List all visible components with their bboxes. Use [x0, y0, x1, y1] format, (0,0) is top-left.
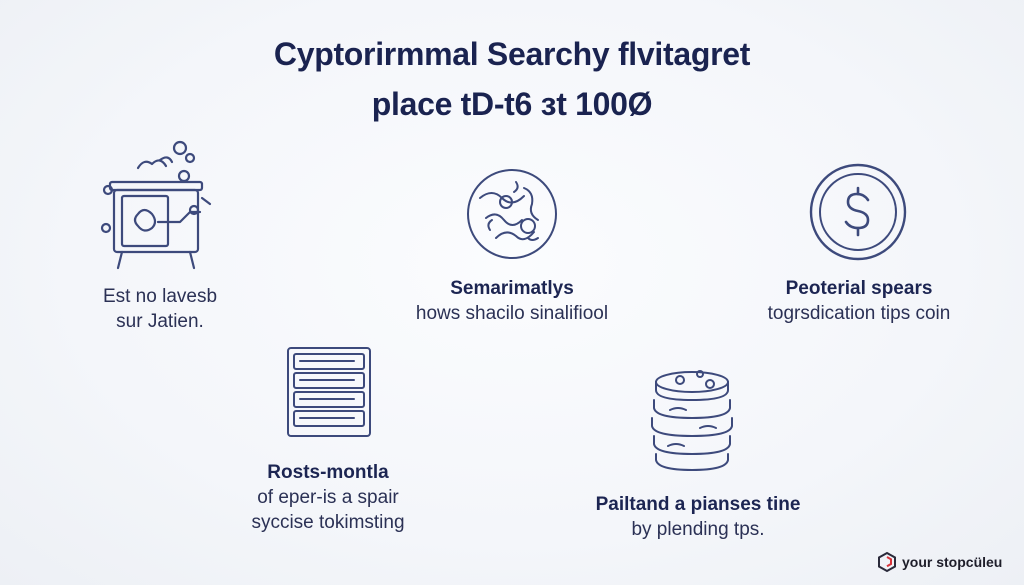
- item-line: of eper-is a spair: [257, 487, 399, 508]
- item-heading: Rosts-montla: [267, 462, 389, 483]
- page-subtitle: place tD-t6 зt 100Ø: [371, 86, 653, 122]
- globe-icon: [466, 168, 558, 260]
- item-machine-text: Est no lavesb sur Jatien.: [60, 284, 260, 334]
- machine-icon: [98, 138, 218, 273]
- item-line: Est no lavesb: [102, 286, 218, 307]
- item-server-text: Rosts-montla of eper-is a spair syccise …: [210, 460, 446, 535]
- item-line: sur Jatien.: [116, 311, 204, 332]
- item-heading: Peoterial spears: [785, 278, 933, 299]
- server-rack-icon: [284, 346, 374, 438]
- brand-name: your stopcüleu: [902, 554, 1003, 570]
- item-line: syccise tokimsting: [251, 512, 405, 533]
- hexagon-logo-icon: [878, 551, 896, 573]
- brand-logo: your stopcüleu: [876, 550, 1002, 574]
- item-heading: Semarimatlys: [450, 278, 574, 299]
- item-line: hows shacilo sinalifiool: [415, 303, 609, 324]
- page-title: Cyptorirmmal Searchy flvitagret: [273, 36, 751, 72]
- item-line: togrsdication tips coin: [767, 303, 951, 324]
- item-coin-text: Peoterial spears togrsdication tips coin: [724, 276, 994, 326]
- item-heading: Pailtand a pianses tine: [595, 494, 801, 515]
- dollar-coin-icon: [808, 162, 908, 262]
- item-line: by plending tps.: [631, 519, 765, 540]
- coin-stack-icon: [640, 366, 744, 474]
- item-stack-text: Pailtand a pianses tine by plending tps.: [560, 492, 836, 542]
- item-globe-text: Semarimatlys hows shacilo sinalifiool: [380, 276, 644, 326]
